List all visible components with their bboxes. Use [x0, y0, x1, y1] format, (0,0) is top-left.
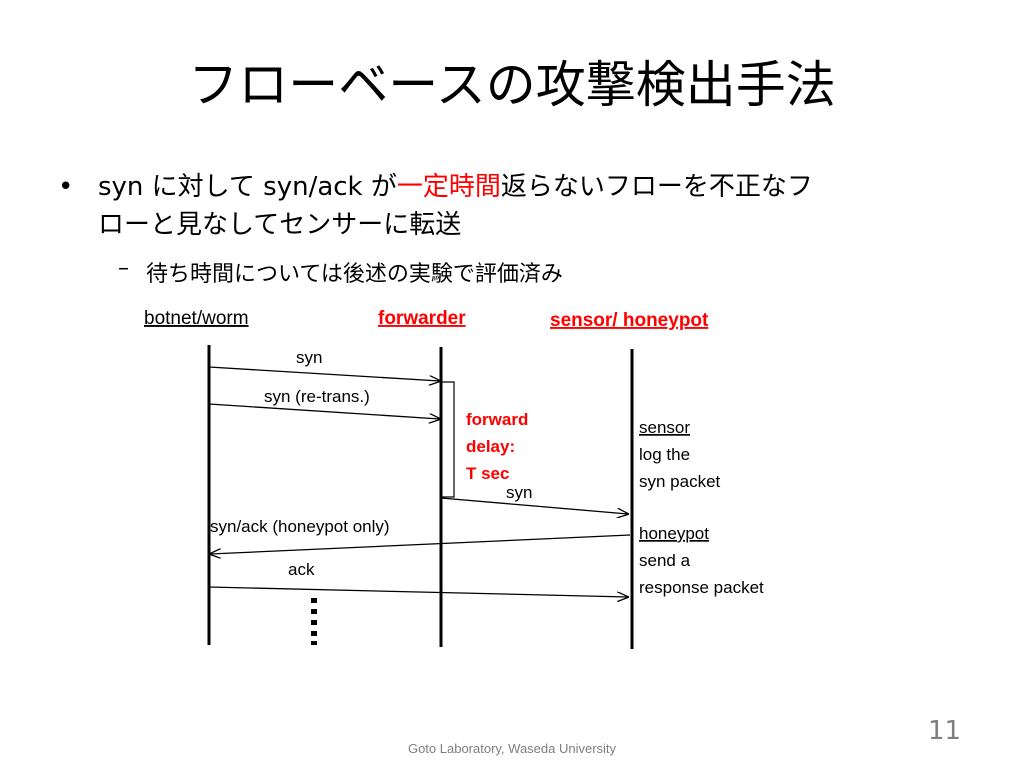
slide-title: フローベースの攻撃検出手法 — [188, 56, 836, 114]
forward-delay-note-line-3: T sec — [466, 464, 509, 483]
message-arrow-syn-3 — [440, 497, 628, 514]
message-arrow-ack — [208, 586, 628, 597]
message-label-syn-3: syn — [506, 483, 532, 502]
sensor-note-line-1: log the — [639, 445, 690, 464]
honeypot-note-line-2: response packet — [639, 578, 764, 597]
sensor-note-line-2: syn packet — [639, 472, 721, 491]
page-number: 11 — [928, 716, 962, 746]
bullet-line-2: ローと見なしてセンサーに転送 — [98, 210, 462, 240]
forward-delay-note-line-1: forward — [466, 410, 528, 429]
message-arrow-syn-2 — [208, 403, 440, 419]
bullet-text-post: 返らないフローを不正なフ — [500, 172, 813, 202]
bullet-text-pre: syn に対して syn/ack が — [98, 172, 397, 202]
message-label-syn-2: syn (re-trans.) — [264, 387, 370, 406]
forward-delay-bracket — [442, 381, 455, 498]
message-arrow-syn-1 — [208, 366, 440, 381]
sub-bullet-mark: – — [118, 256, 129, 281]
message-arrow-synack — [210, 534, 631, 554]
message-label-syn-1: syn — [296, 348, 322, 367]
actor-sensor-label: sensor/ honeypot — [550, 310, 709, 331]
sub-bullet-text: 待ち時間については後述の実験で評価済み — [146, 262, 563, 287]
forward-delay-note-line-2: delay: — [466, 437, 515, 456]
actor-botnet-label: botnet/worm — [144, 308, 249, 329]
message-label-ack: ack — [288, 560, 315, 579]
continuation-dots — [311, 598, 317, 645]
honeypot-note-title: honeypot — [639, 524, 709, 543]
message-label-synack: syn/ack (honeypot only) — [210, 517, 390, 536]
bullet-mark: • — [58, 172, 74, 202]
bullet-line-1: syn に対して syn/ack が一定時間返らないフローを不正なフ — [98, 172, 813, 203]
bullet-text-highlight: 一定時間 — [396, 172, 501, 202]
actor-forwarder-label: forwarder — [378, 308, 466, 329]
honeypot-note-line-1: send a — [639, 551, 691, 570]
sensor-note-title: sensor — [639, 418, 690, 437]
slide-footer: Goto Laboratory, Waseda University — [407, 741, 617, 756]
